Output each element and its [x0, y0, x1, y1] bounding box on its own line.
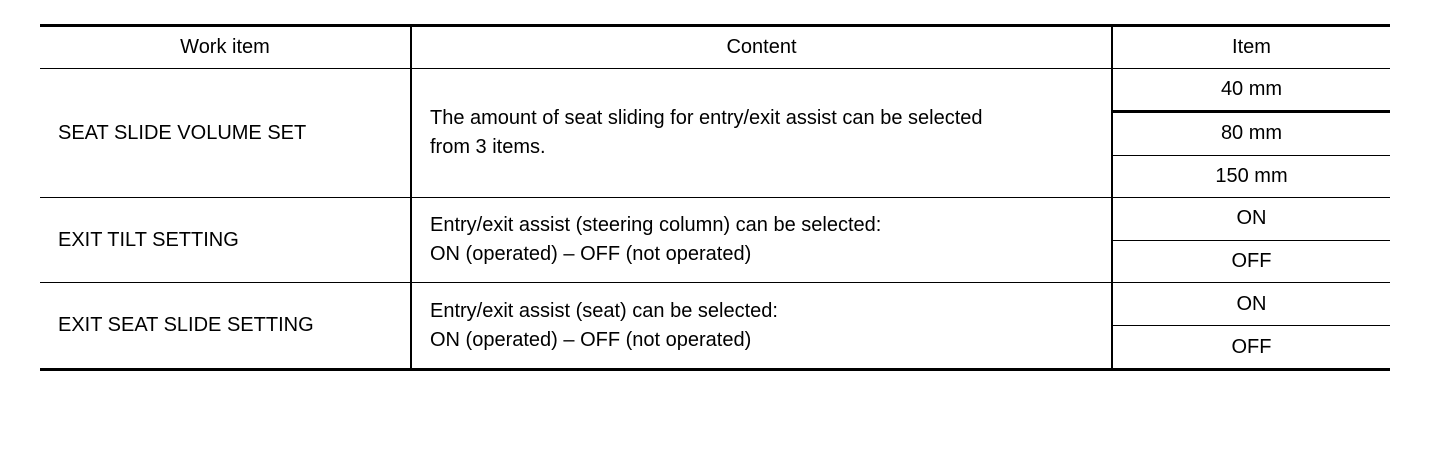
content-line: Entry/exit assist (seat) can be selected… — [430, 299, 778, 322]
item-option-80mm: 80 mm — [1113, 110, 1390, 154]
work-item-label: EXIT SEAT SLIDE SETTING — [58, 314, 314, 336]
item-option-label: 80 mm — [1220, 122, 1283, 145]
column-header-label: Content — [726, 36, 797, 58]
work-item-cell: SEAT SLIDE VOLUME SET — [40, 69, 412, 197]
column-header-label: Item — [1232, 36, 1271, 58]
item-option-40mm: 40 mm — [1113, 69, 1390, 110]
table-header-row: Work item Content Item — [40, 27, 1390, 68]
content-line: ON (operated) – OFF (not operated) — [430, 243, 752, 265]
item-options-cell: ON OFF — [1113, 198, 1390, 282]
item-options-cell: 40 mm 80 mm 150 mm — [1113, 69, 1390, 197]
content-cell: Entry/exit assist (steering column) can … — [412, 198, 1113, 282]
column-header-label: Work item — [180, 36, 270, 58]
item-option-label: OFF — [1231, 335, 1272, 358]
column-header-work-item: Work item — [40, 27, 412, 68]
work-item-cell: EXIT SEAT SLIDE SETTING — [40, 283, 412, 368]
table-row-exit-tilt-setting: EXIT TILT SETTING Entry/exit assist (ste… — [40, 197, 1390, 282]
column-header-item: Item — [1113, 27, 1390, 68]
item-option-on: ON — [1113, 283, 1390, 325]
item-option-label: 40 mm — [1220, 78, 1283, 101]
item-option-on: ON — [1113, 198, 1390, 240]
item-option-off: OFF — [1113, 325, 1390, 368]
item-option-label: ON — [1236, 292, 1267, 315]
work-item-cell: EXIT TILT SETTING — [40, 198, 412, 282]
item-option-label: ON — [1236, 207, 1267, 230]
content-line: Entry/exit assist (steering column) can … — [430, 214, 882, 236]
work-item-label: SEAT SLIDE VOLUME SET — [58, 121, 307, 144]
table-row-exit-seat-slide-setting: EXIT SEAT SLIDE SETTING Entry/exit assis… — [40, 282, 1390, 368]
settings-table: Work item Content Item SEAT SLIDE VOLUME… — [40, 24, 1390, 371]
item-option-150mm: 150 mm — [1113, 154, 1390, 197]
content-line: ON (operated) – OFF (not operated) — [430, 328, 752, 351]
content-cell: Entry/exit assist (seat) can be selected… — [412, 283, 1113, 368]
work-item-label: EXIT TILT SETTING — [58, 228, 239, 251]
item-option-off: OFF — [1113, 239, 1390, 283]
content-cell: The amount of seat sliding for entry/exi… — [412, 69, 1113, 197]
item-option-label: 150 mm — [1215, 164, 1288, 187]
table-row-seat-slide-volume-set: SEAT SLIDE VOLUME SET The amount of seat… — [40, 68, 1390, 197]
content-line: The amount of seat sliding for entry/exi… — [430, 107, 983, 129]
item-option-label: OFF — [1231, 249, 1272, 272]
item-options-cell: ON OFF — [1113, 283, 1390, 368]
content-line: from 3 items. — [430, 136, 546, 158]
column-header-content: Content — [412, 27, 1113, 68]
